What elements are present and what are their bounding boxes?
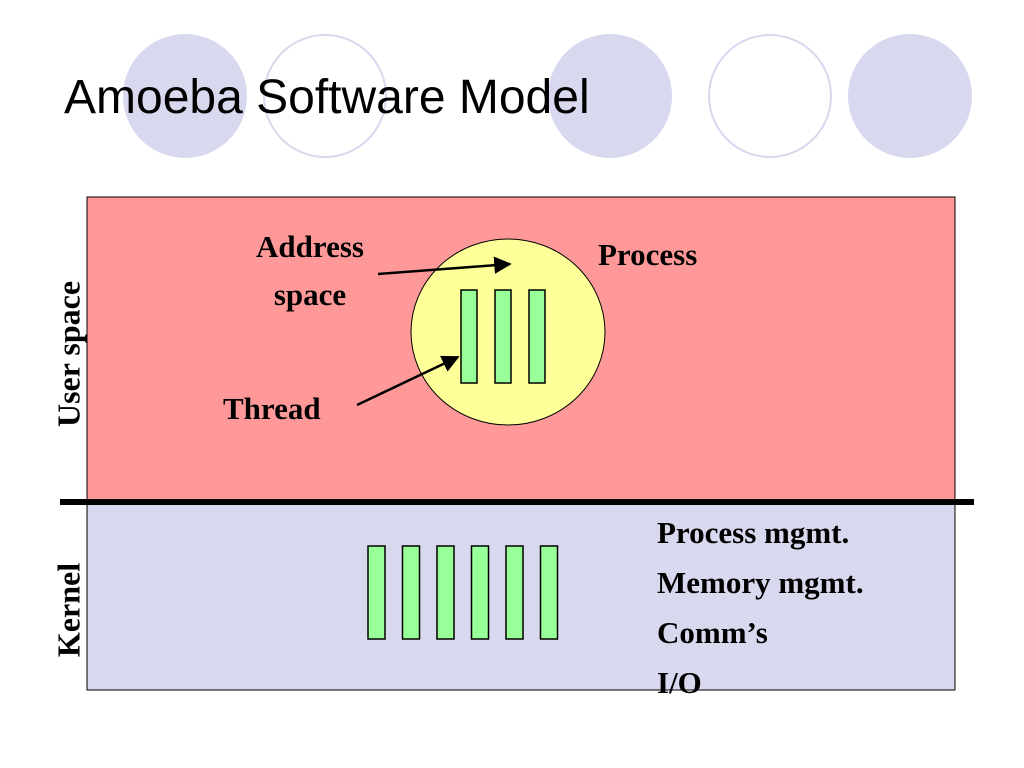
slide-title: Amoeba Software Model (64, 71, 590, 124)
kernel-thread-bar (539, 545, 559, 640)
header-decor-circle-2 (263, 34, 387, 158)
thread-arrow (356, 355, 460, 407)
kernel-thread-bar (470, 545, 490, 640)
kernel-thread-bar (367, 545, 386, 640)
header-decor-circle-1 (123, 34, 247, 158)
header-decor-circle-3 (548, 34, 672, 158)
kernel-thread-bar (436, 545, 455, 640)
kernel-label: Kernel (50, 562, 87, 658)
address-space-arrow (377, 256, 512, 276)
kernel-thread-bar (505, 545, 524, 640)
process-thread-bar (494, 289, 512, 384)
process-threads (460, 289, 546, 384)
address-space-label-line2: space (273, 277, 347, 312)
process-thread-bar (460, 289, 478, 384)
kernel-function-item: Memory mgmt. (657, 565, 864, 600)
address-space-label-line1: Address (256, 229, 364, 264)
process-thread-bar (528, 289, 546, 384)
user-space-label: User space (50, 280, 87, 428)
address-space-label: Address space (230, 230, 390, 312)
kernel-function-item: Comm’s (657, 615, 768, 650)
kernel-thread-bar (401, 545, 421, 640)
header-decor-circle-4 (708, 34, 832, 158)
kernel-function-item: Process mgmt. (657, 515, 850, 550)
header-decor-circle-5 (848, 34, 972, 158)
process-label: Process (598, 237, 698, 272)
kernel-function-item: I/O (657, 665, 702, 700)
kernel-threads (367, 545, 559, 640)
thread-label: Thread (223, 391, 321, 426)
kernel-function-list: Process mgmt. Memory mgmt. Comm’s I/O (657, 508, 864, 708)
